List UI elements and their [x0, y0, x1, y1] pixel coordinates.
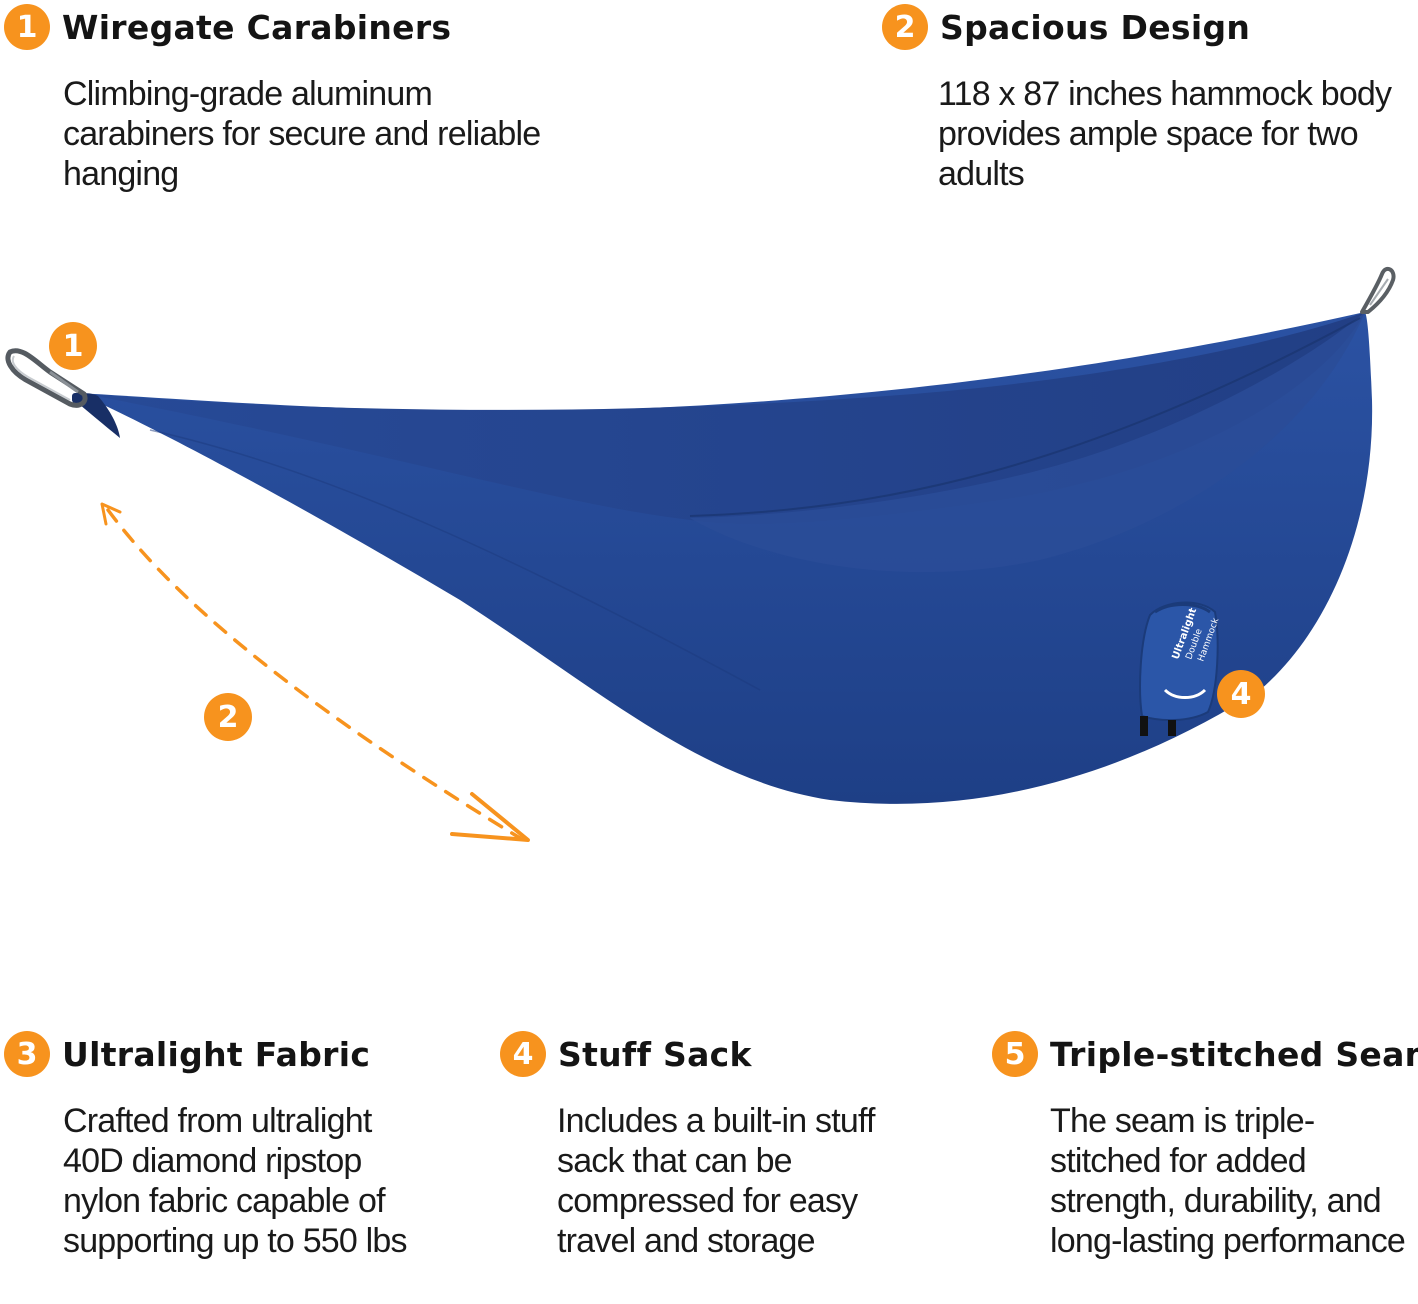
feature-header: 5 Triple-stitched Seam: [992, 1031, 1418, 1077]
feature-triple-stitched-seam: 5 Triple-stitched Seam The seam is tripl…: [992, 1031, 1418, 1261]
feature-description: Climbing-grade aluminum carabiners for s…: [63, 75, 541, 193]
callout-badge-4: 4: [1217, 670, 1265, 718]
number-badge: 4: [500, 1031, 546, 1077]
callout-badge-1: 1: [49, 322, 97, 370]
feature-description: The seam is triple-stitched for added st…: [1050, 1102, 1406, 1260]
feature-description: 118 x 87 inches hammock body provides am…: [938, 75, 1392, 193]
feature-header: 1 Wiregate Carabiners: [4, 4, 564, 50]
number-badge: 1: [4, 4, 50, 50]
feature-header: 3 Ultralight Fabric: [4, 1031, 474, 1077]
feature-title: Triple-stitched Seam: [1050, 1034, 1418, 1074]
feature-title: Stuff Sack: [558, 1034, 752, 1074]
feature-description: Crafted from ultralight 40D diamond rips…: [63, 1102, 408, 1260]
number-badge: 5: [992, 1031, 1038, 1077]
carabiner-icon: [1360, 266, 1396, 314]
feature-header: 4 Stuff Sack: [500, 1031, 940, 1077]
hammock-fold: [690, 312, 1365, 573]
stuff-sack-icon: Ultralight Double Hammock: [1139, 601, 1222, 736]
feature-title: Spacious Design: [940, 7, 1251, 47]
callout-badge-2: 2: [204, 693, 252, 741]
feature-spacious-design: 2 Spacious Design 118 x 87 inches hammoc…: [882, 4, 1414, 194]
dimension-arrow-icon: [100, 502, 530, 842]
carabiner-icon: [5, 348, 88, 408]
feature-title: Ultralight Fabric: [62, 1034, 371, 1074]
feature-stuff-sack: 4 Stuff Sack Includes a built-in stuff s…: [500, 1031, 940, 1261]
number-badge: 2: [882, 4, 928, 50]
feature-description: Includes a built-in stuff sack that can …: [557, 1102, 875, 1260]
hammock-illustration: Ultralight Double Hammock: [5, 266, 1396, 842]
number-badge: 3: [4, 1031, 50, 1077]
seam-line: [149, 429, 761, 691]
seam-line: [689, 317, 1361, 517]
feature-ultralight-fabric: 3 Ultralight Fabric Crafted from ultrali…: [4, 1031, 474, 1261]
feature-wiregate-carabiners: 1 Wiregate Carabiners Climbing-grade alu…: [4, 4, 564, 194]
feature-header: 2 Spacious Design: [882, 4, 1414, 50]
feature-title: Wiregate Carabiners: [62, 7, 452, 47]
